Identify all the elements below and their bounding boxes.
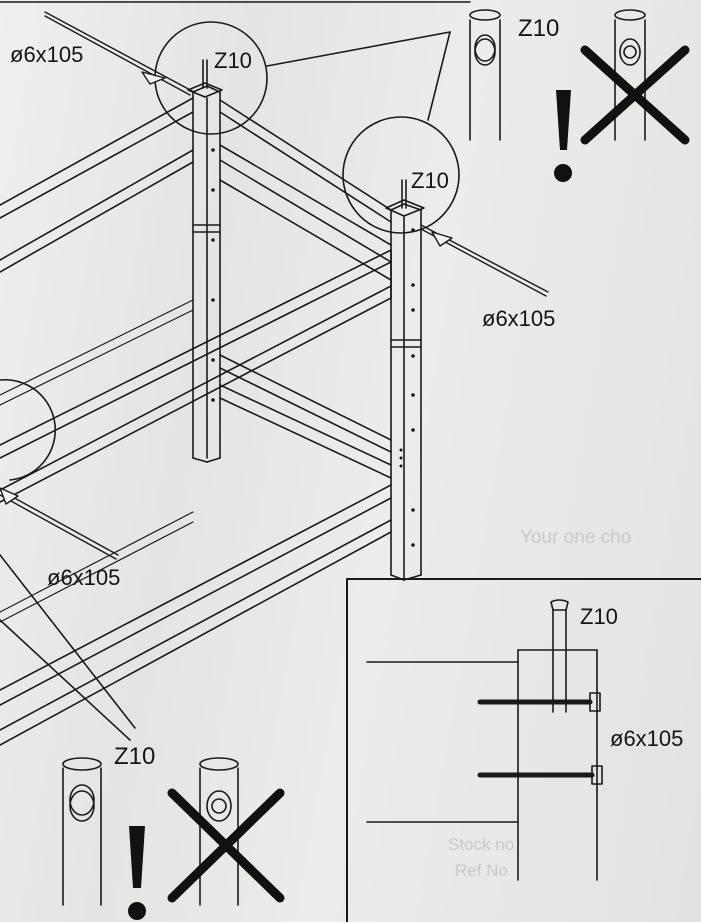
screw-label-top-right: ø6x105 <box>482 306 556 331</box>
bolt-holes <box>211 148 415 547</box>
leader-line-2 <box>427 31 451 121</box>
lower-end-rail <box>219 354 392 479</box>
leader-line-4 <box>0 619 131 741</box>
screw-label-top-left: ø6x105 <box>10 42 84 67</box>
cross-icon <box>167 788 285 903</box>
cross-icon <box>580 45 690 145</box>
screw-top-left <box>44 11 195 96</box>
screw-middle-left <box>0 487 119 560</box>
corner-post-cap <box>385 179 425 217</box>
cap-correct-top <box>469 9 501 141</box>
cap-label-correct-bottom: Z10 <box>114 743 156 770</box>
front-lower-rail <box>0 484 392 746</box>
cap-label-detail: Z10 <box>580 604 618 629</box>
cap-correct-bottom <box>62 757 102 906</box>
detail-inset-frame <box>346 578 701 922</box>
screw-label-middle-left: ø6x105 <box>47 565 121 590</box>
cap-label-rear-post: Z10 <box>214 48 252 73</box>
show-through-text-1: Your one cho <box>520 527 632 548</box>
screw-top-right <box>420 224 549 297</box>
cap-label-correct-top: Z10 <box>518 15 560 42</box>
rear-left-post <box>192 85 221 463</box>
show-through-text-2: Stock no <box>448 835 515 854</box>
leader-line-3 <box>0 554 136 729</box>
zoom-circle-rear-post <box>154 21 268 135</box>
detail-inset-post <box>366 649 598 881</box>
detail-screw-1 <box>477 692 601 712</box>
zoom-circle-left-edge <box>0 378 57 481</box>
top-end-rail <box>219 99 392 281</box>
front-upper-rail <box>0 249 392 503</box>
top-rear-rail <box>0 97 194 273</box>
cap-label-corner-post: Z10 <box>411 168 449 193</box>
rear-post-cap <box>187 59 223 98</box>
front-right-post <box>390 203 422 581</box>
zoom-circle-corner-post <box>342 116 460 234</box>
exclamation-icon <box>128 826 146 920</box>
screw-label-detail: ø6x105 <box>610 726 684 751</box>
leader-line-1 <box>266 31 451 67</box>
show-through-text-3: Ref No <box>455 861 508 880</box>
detail-screw-2 <box>477 765 603 785</box>
exclamation-icon <box>554 90 572 182</box>
detail-cap-z10 <box>550 599 569 713</box>
bed-slats <box>0 299 194 623</box>
